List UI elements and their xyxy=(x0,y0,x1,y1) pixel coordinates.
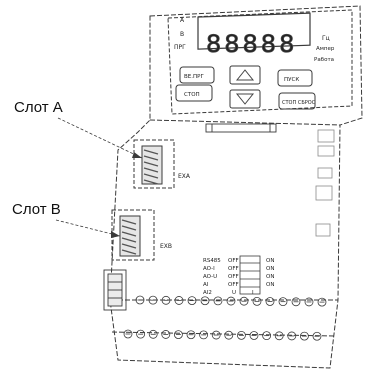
terminal-screw xyxy=(236,330,246,340)
dip-row-on: ON xyxy=(266,274,274,280)
terminal-screw xyxy=(249,331,259,340)
dip-row-on: ON xyxy=(266,258,274,264)
terminal-screw xyxy=(173,330,183,340)
terminal-screw xyxy=(278,297,288,307)
terminal-screw xyxy=(291,297,301,307)
keypad-panel xyxy=(167,9,353,115)
stop-reset-key-label: СТОП СБРОС xyxy=(282,100,316,106)
down-arrow-icon xyxy=(235,93,255,105)
terminal-screw xyxy=(161,295,171,305)
terminal-screw xyxy=(274,331,284,341)
terminal-screw xyxy=(148,329,158,339)
slot-b-label: Слот B xyxy=(12,201,61,218)
dip-row-on: I xyxy=(252,290,254,296)
dip-row-on: ON xyxy=(266,266,274,272)
terminal-screw xyxy=(287,331,297,341)
start-key-label: ПУСК xyxy=(284,77,299,83)
terminal-screw xyxy=(265,297,275,306)
indicator-run: Работа xyxy=(314,57,334,63)
slot-a-arrow-icon xyxy=(132,152,142,158)
dip-row-label: AO-I xyxy=(203,266,215,272)
dip-row-off: OFF xyxy=(228,274,239,280)
dip-row-label: AO-U xyxy=(203,274,217,280)
terminal-screw xyxy=(224,330,234,340)
terminal-screw xyxy=(304,297,314,307)
dip-row-label: RS485 xyxy=(203,258,221,264)
terminal-row-lower xyxy=(123,329,322,341)
terminal-screw xyxy=(239,296,249,306)
terminal-screw xyxy=(213,296,223,306)
dip-row-on: ON xyxy=(266,282,274,288)
dip-row-off: U xyxy=(232,290,236,296)
down-key[interactable] xyxy=(229,89,261,109)
dip-switch-block xyxy=(239,255,261,295)
left-lower-key-label: СТОП xyxy=(184,92,200,98)
terminal-screw xyxy=(161,330,171,339)
terminal-screw xyxy=(200,296,210,306)
indicator-a: A xyxy=(180,17,185,24)
dip-row-label: AI2 xyxy=(203,290,212,296)
terminal-screw xyxy=(148,295,158,305)
terminal-screw xyxy=(299,331,309,341)
terminal-screw xyxy=(174,296,184,305)
slot-b-leader xyxy=(55,219,121,237)
terminal-screw xyxy=(123,329,133,339)
terminal-screw xyxy=(187,296,197,306)
indicator-prg: ПРГ xyxy=(174,44,186,51)
terminal-screw xyxy=(135,295,145,305)
terminal-screw xyxy=(226,296,236,306)
terminal-screw xyxy=(186,330,196,340)
slot-b-mark: EXB xyxy=(160,243,172,250)
slot-b-arrow-icon xyxy=(111,231,120,238)
dip-switch-labels: RS485 OFF ON AO-I OFF ON AO-U OFF ON AI … xyxy=(203,258,274,296)
terminal-row-upper xyxy=(135,295,327,307)
left-terminal xyxy=(103,269,127,311)
slot-a xyxy=(133,139,175,189)
display-digits: 88888 xyxy=(206,30,297,58)
dip-row-label: AI xyxy=(203,282,209,288)
terminal-screw xyxy=(199,330,209,340)
callout-leaders xyxy=(55,117,143,237)
dip-row-off: OFF xyxy=(228,266,239,272)
left-lower-key[interactable] xyxy=(175,84,213,102)
terminal-screw xyxy=(211,330,221,340)
dip-row-off: OFF xyxy=(228,258,239,264)
up-arrow-icon xyxy=(235,69,255,81)
prg-key-label: ВЕ.ПРГ xyxy=(184,74,204,80)
stop-reset-key[interactable] xyxy=(278,92,316,110)
indicator-hz: Гц xyxy=(322,35,330,42)
terminal-screw xyxy=(252,296,262,306)
dip-row-off: OFF xyxy=(228,282,239,288)
start-key[interactable] xyxy=(277,69,313,87)
indicator-b: B xyxy=(180,31,184,38)
slot-a-mark: EXA xyxy=(178,173,191,180)
slot-a-leader xyxy=(57,117,143,159)
slot-b xyxy=(111,209,155,261)
indicator-amp: Ампер xyxy=(316,46,335,52)
up-key[interactable] xyxy=(229,65,261,85)
terminal-screw xyxy=(262,331,272,341)
terminal-screw xyxy=(312,331,322,341)
terminal-screw xyxy=(136,329,146,339)
keypad-connector xyxy=(205,123,277,133)
slot-a-label: Слот A xyxy=(14,99,63,116)
prg-key[interactable] xyxy=(179,66,215,84)
side-connector xyxy=(315,129,335,237)
terminal-screw xyxy=(317,297,327,307)
display-window xyxy=(197,12,311,50)
